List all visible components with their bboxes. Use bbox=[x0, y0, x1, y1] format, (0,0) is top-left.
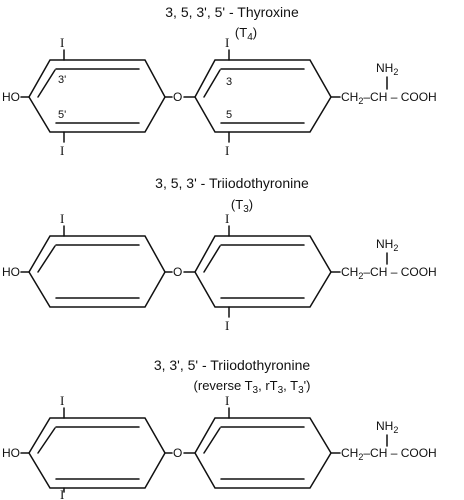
ring-double-bond bbox=[203, 69, 221, 98]
molecule-reverse-t3: 3, 3', 5' - Triiodothyronine (reverse T3… bbox=[2, 357, 437, 500]
hydroxyl-group: HO bbox=[2, 90, 20, 104]
side-chain: CH2–CH – COOH bbox=[341, 265, 437, 281]
molecule-abbreviation: (T3) bbox=[231, 197, 253, 215]
position-label-5prime: 5' bbox=[58, 109, 66, 121]
iodine-3prime: I bbox=[60, 211, 64, 226]
ether-oxygen: O bbox=[173, 90, 182, 104]
ring-double-bond bbox=[37, 245, 56, 273]
hydroxyl-group: HO bbox=[2, 265, 20, 279]
outer-ring bbox=[194, 235, 332, 308]
molecule-t3: 3, 5, 3' - Triiodothyronine (T3) I HO O … bbox=[2, 175, 437, 333]
inner-ring bbox=[28, 235, 166, 308]
position-label-3: 3 bbox=[226, 76, 232, 88]
outer-ring bbox=[194, 417, 332, 489]
molecule-t4: 3, 5, 3', 5' - Thyroxine (T4) I I 3' 5' … bbox=[2, 4, 437, 158]
iodine-3: I bbox=[225, 35, 229, 50]
molecule-title: 3, 5, 3', 5' - Thyroxine bbox=[165, 4, 299, 20]
iodine-5prime: I bbox=[60, 143, 64, 158]
ring-double-bond bbox=[37, 427, 56, 454]
iodine-5: I bbox=[225, 143, 229, 158]
hydroxyl-group: HO bbox=[2, 446, 20, 460]
molecule-title: 3, 5, 3' - Triiodothyronine bbox=[155, 175, 309, 191]
ring-outline bbox=[194, 235, 332, 308]
iodine-3prime: I bbox=[60, 393, 64, 408]
ring-double-bond bbox=[203, 245, 221, 273]
molecule-abbreviation: (T4) bbox=[235, 25, 257, 43]
inner-ring bbox=[28, 59, 166, 133]
iodine-3: I bbox=[225, 211, 229, 226]
ring-double-bond bbox=[203, 427, 221, 454]
ether-oxygen: O bbox=[173, 446, 182, 460]
iodine-3prime: I bbox=[60, 35, 64, 50]
ring-outline bbox=[194, 59, 332, 133]
ether-oxygen: O bbox=[173, 265, 182, 279]
ring-double-bond bbox=[37, 69, 56, 98]
position-label-3prime: 3' bbox=[58, 74, 66, 86]
molecule-abbreviation: (reverse T3, rT3, T3') bbox=[194, 378, 311, 396]
amino-group: NH2 bbox=[376, 61, 398, 77]
ring-outline bbox=[28, 59, 166, 133]
ring-outline bbox=[28, 235, 166, 308]
position-label-5: 5 bbox=[226, 109, 232, 121]
side-chain: CH2–CH – COOH bbox=[341, 446, 437, 462]
side-chain: CH2–CH – COOH bbox=[341, 90, 437, 106]
outer-ring bbox=[194, 59, 332, 133]
iodine-5: I bbox=[225, 318, 229, 333]
iodine-5prime: I bbox=[60, 487, 64, 500]
inner-ring bbox=[28, 417, 166, 489]
iodine-3: I bbox=[225, 393, 229, 408]
amino-group: NH2 bbox=[376, 237, 398, 253]
amino-group: NH2 bbox=[376, 419, 398, 435]
ring-outline bbox=[194, 417, 332, 489]
ring-outline bbox=[28, 417, 166, 489]
molecule-title: 3, 3', 5' - Triiodothyronine bbox=[154, 357, 311, 373]
